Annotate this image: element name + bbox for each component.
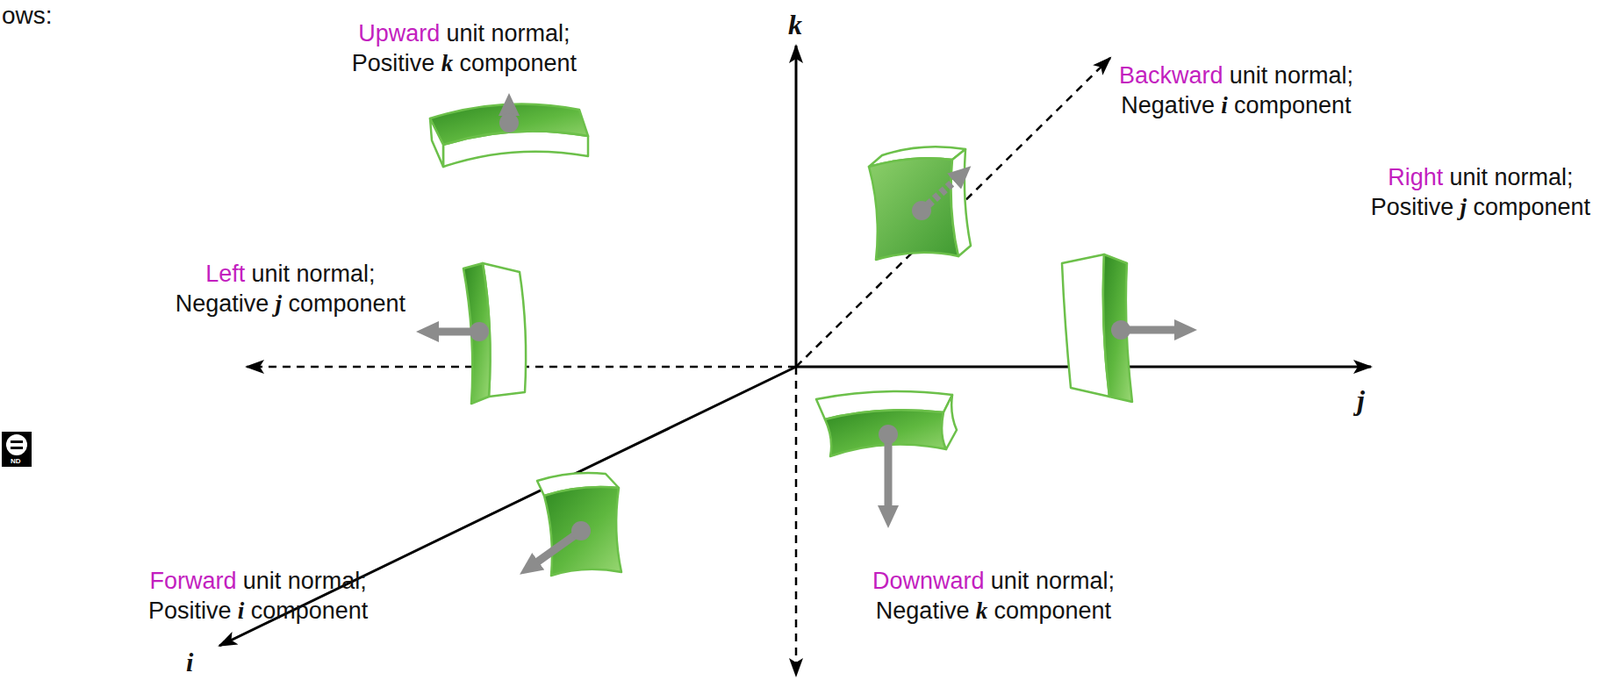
- direction-word: Right: [1387, 164, 1443, 191]
- axis-label: i: [186, 645, 194, 680]
- label-line: Negativeicomponent: [1119, 91, 1354, 122]
- axis: [219, 45, 1371, 676]
- label-text: component: [459, 50, 577, 77]
- normal-arrow: [878, 424, 898, 510]
- direction-word: Backward: [1119, 62, 1224, 89]
- label-line: Backwardunit normal;: [1119, 61, 1354, 92]
- label-text: ows:: [1, 1, 53, 29]
- unit-vector-symbol: j: [275, 290, 283, 317]
- normal-arrow: [535, 521, 591, 564]
- unit-vector-symbol: i: [237, 597, 245, 625]
- axis-label: k: [788, 7, 803, 43]
- normal-label: Backwardunit normal;Negativeicomponent: [1119, 61, 1354, 122]
- label-line: Leftunit normal;: [175, 259, 406, 290]
- label-text: Positive: [1370, 193, 1455, 221]
- label-text: Positive: [148, 597, 232, 625]
- label-text: unit normal;: [990, 567, 1115, 595]
- licence-icon: [1, 431, 32, 467]
- normal-arrow: [911, 179, 957, 221]
- label-line: k: [788, 7, 803, 43]
- label-line: Negativejcomponent: [175, 289, 406, 320]
- label-line: Negativekcomponent: [872, 596, 1115, 627]
- label-text: unit normal;: [251, 260, 376, 287]
- label-text: unit normal;: [446, 20, 571, 47]
- label-line: Rightunit normal;: [1370, 163, 1591, 194]
- unit-vector-symbol: k: [441, 50, 454, 77]
- label-line: j: [1356, 382, 1365, 418]
- label-line: Downwardunit normal;: [872, 566, 1115, 597]
- normal-label: Downwardunit normal;Negativekcomponent: [872, 566, 1115, 627]
- label-line: ows:: [1, 0, 53, 31]
- label-text: Positive: [351, 50, 436, 77]
- direction-word: Downward: [872, 567, 985, 595]
- label-text: component: [1234, 92, 1352, 119]
- label-text: Negative: [875, 597, 970, 625]
- licence-text: ND: [10, 458, 22, 466]
- surface-patch: [430, 103, 589, 167]
- label-text: component: [1472, 193, 1591, 221]
- label-line: i: [186, 645, 194, 680]
- unit-vector-symbol: j: [1460, 193, 1468, 221]
- label-line: Positivejcomponent: [1370, 193, 1591, 223]
- surface-patch: [868, 146, 971, 260]
- unit-vector-symbol: j: [1356, 384, 1365, 417]
- label-line: Positivekcomponent: [351, 49, 577, 79]
- label-text: unit normal;: [243, 567, 367, 595]
- unit-vector-symbol: k: [788, 8, 803, 41]
- normal-label: Forwardunit normal;Positiveicomponent: [148, 566, 368, 627]
- label-text: component: [251, 597, 369, 625]
- surface-patch: [1061, 254, 1133, 402]
- label-text: component: [287, 290, 406, 317]
- label-text: component: [993, 597, 1112, 625]
- normal-arrow: [435, 322, 489, 342]
- direction-word: Left: [205, 260, 245, 287]
- normal-arrow: [499, 110, 519, 133]
- heading-fragment: ows:: [1, 0, 53, 31]
- label-line: Forwardunit normal;: [148, 566, 368, 597]
- unit-vector-symbol: i: [1220, 92, 1228, 119]
- normal-arrow: [1111, 320, 1178, 340]
- label-text: Negative: [175, 290, 270, 317]
- axis-label: j: [1356, 382, 1365, 418]
- surface-patch: [537, 473, 622, 576]
- unit-vector-symbol: i: [186, 647, 194, 677]
- direction-word: Upward: [358, 20, 440, 47]
- label-line: Positiveicomponent: [148, 596, 368, 627]
- label-text: unit normal;: [1229, 62, 1354, 89]
- normal-label: Rightunit normal;Positivejcomponent: [1370, 163, 1591, 223]
- label-text: Negative: [1120, 92, 1215, 119]
- label-line: Upwardunit normal;: [351, 19, 577, 50]
- unit-vector-symbol: k: [975, 597, 989, 625]
- normal-label: Upwardunit normal;Positivekcomponent: [351, 19, 577, 79]
- normal-label: Leftunit normal;Negativejcomponent: [175, 259, 406, 320]
- label-text: unit normal;: [1449, 164, 1574, 191]
- surface-patch: [463, 263, 526, 404]
- direction-word: Forward: [149, 567, 237, 595]
